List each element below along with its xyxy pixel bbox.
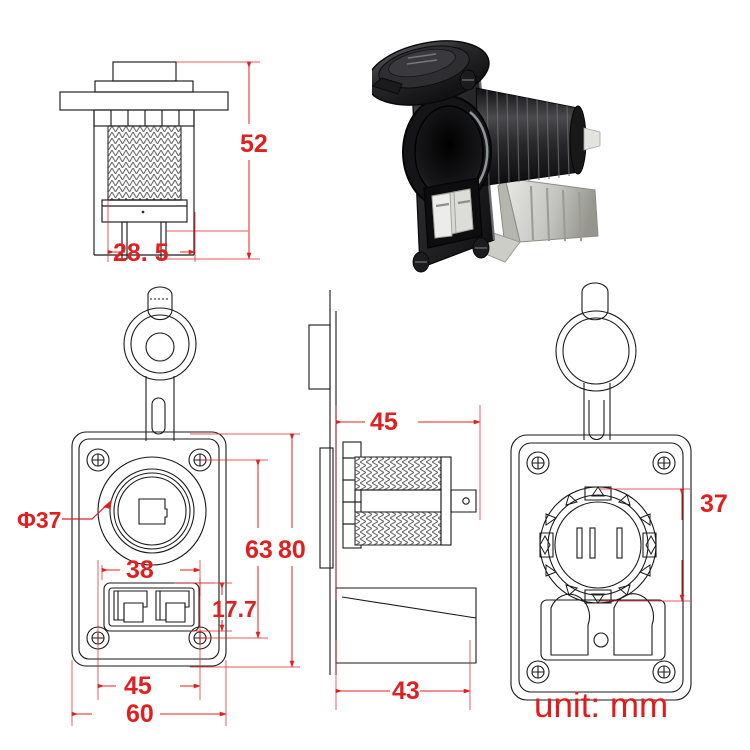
connector-window	[103, 582, 200, 632]
right-cap-inner	[562, 317, 630, 385]
dim-28-5-label: 28. 5	[113, 239, 169, 267]
cap-strap	[145, 376, 175, 441]
dim-37-right	[600, 488, 690, 602]
product-photo	[372, 28, 610, 290]
cap-slot-1	[576, 527, 583, 559]
dim-45-front	[97, 560, 201, 700]
side-terminal-tab	[450, 489, 477, 513]
right-cap-strap	[583, 383, 611, 440]
dim-45-side	[335, 405, 481, 600]
cap-mid-ring	[130, 314, 190, 374]
right-plate-outline	[510, 434, 692, 701]
terminal-pin-right	[160, 221, 167, 260]
side-lower-boss	[319, 447, 334, 569]
right-cap-outer	[555, 310, 637, 392]
photo-threaded-barrel	[475, 87, 601, 187]
dim-17-7-label: 17.7	[212, 596, 257, 622]
photo-connector-window	[423, 177, 483, 249]
right-cap-nipple	[581, 282, 609, 321]
right-cap-lug-left	[539, 532, 554, 558]
threaded-barrel	[107, 125, 182, 201]
dim-80-label: 80	[278, 536, 306, 564]
right-plate-inner	[518, 442, 684, 693]
dim-43	[335, 640, 471, 710]
dim-dia37-arrow	[103, 500, 112, 509]
base-block	[101, 199, 188, 223]
dim-52-label: 52	[240, 130, 268, 158]
dim-45-side-label: 45	[370, 408, 398, 436]
photo-cover-cap	[372, 40, 490, 106]
dim-60-label: 60	[126, 700, 154, 728]
side-thread-upper	[354, 456, 442, 491]
dim-dia-37	[62, 499, 113, 520]
right-connector-cover	[540, 593, 666, 661]
unit-note: unit: mm	[534, 686, 668, 725]
dim-80	[190, 433, 300, 668]
right-closed-cap	[539, 486, 657, 604]
dim-28-5	[107, 200, 248, 262]
dim-63-label: 63	[245, 536, 273, 564]
right-cap-knurl-teeth	[539, 486, 657, 604]
dim-45-front-label: 45	[124, 672, 152, 700]
view-side	[308, 290, 477, 675]
cap-slot-2	[589, 527, 596, 559]
right-cap-lug-top	[584, 486, 612, 501]
dim-37-right-label: 37	[700, 490, 728, 518]
photo-terminal-tab	[583, 127, 601, 151]
plate-inner-outline	[78, 438, 220, 660]
socket-bezel	[97, 456, 207, 566]
dim-dia-37-label: Φ37	[17, 507, 61, 533]
dim-43-label: 43	[392, 677, 420, 705]
dim-17-7	[190, 582, 232, 632]
side-connector-shroud	[335, 587, 477, 664]
plate-outline	[71, 431, 227, 667]
view-top-left	[59, 61, 229, 260]
view-bottom-right	[510, 282, 692, 701]
side-terminal-eyelet	[462, 497, 470, 505]
dim-38-label: 38	[126, 556, 154, 584]
cap-outer-ring	[123, 307, 197, 381]
side-thread-lower	[354, 511, 442, 546]
right-cap-lug-bottom	[584, 589, 612, 604]
base-centre-dot	[141, 210, 145, 214]
dim-63	[200, 459, 268, 639]
cap-centre-boss	[145, 332, 175, 362]
cap-slot-3	[616, 527, 623, 559]
side-cap-strap	[308, 324, 331, 390]
terminal-pin-left	[121, 221, 128, 260]
dim-52	[166, 61, 260, 260]
cap-strap-slot	[151, 397, 166, 435]
socket-centre-contact	[138, 498, 168, 525]
right-plate-screws	[526, 451, 676, 684]
right-cap-lug-right	[642, 532, 657, 558]
photo-screw-slots	[415, 79, 487, 263]
dim-60	[71, 660, 227, 726]
right-cap-strap-slot	[588, 400, 605, 440]
